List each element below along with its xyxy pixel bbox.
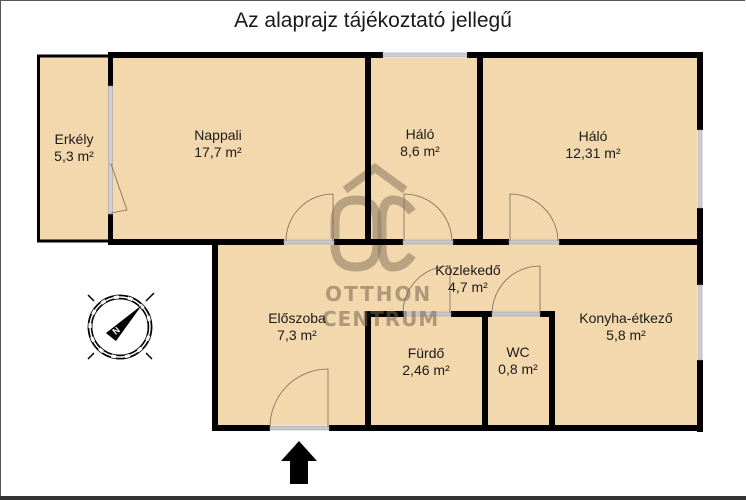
room-name: Konyha-étkező — [579, 310, 673, 326]
room-area: 5,8 m² — [606, 327, 646, 343]
room-furdo: Fürdő 2,46 m² — [402, 345, 449, 379]
room-erkely: Erkély 5,3 m² — [54, 131, 94, 165]
room-area: 4,7 m² — [448, 279, 488, 295]
room-name: Előszoba — [268, 310, 326, 326]
room-name: Közlekedő — [435, 262, 501, 278]
room-eloszoba: Előszoba 7,3 m² — [268, 310, 326, 344]
room-area: 17,7 m² — [194, 144, 242, 160]
room-wc: WC 0,8 m² — [498, 344, 538, 378]
room-konyha: Konyha-étkező 5,8 m² — [579, 310, 672, 344]
door-swings — [110, 163, 559, 428]
room-name: WC — [506, 344, 530, 360]
entrance-arrow-icon — [281, 441, 317, 484]
room-area: 7,3 m² — [277, 327, 317, 343]
room-name: Fürdő — [407, 345, 445, 361]
room-kozlekedo: Közlekedő 4,7 m² — [435, 262, 500, 296]
compass-north-icon: N — [87, 292, 155, 360]
watermark-otthon: OTTHON — [325, 282, 433, 306]
room-area: 5,3 m² — [54, 148, 94, 164]
watermark-centrum: CENTRUM — [322, 307, 440, 331]
compass-letter: N — [110, 325, 121, 337]
floor-upper — [110, 55, 700, 242]
door-openings — [269, 239, 560, 431]
room-name: Háló — [578, 128, 608, 144]
room-area: 8,6 m² — [400, 143, 440, 159]
room-name: Nappali — [194, 127, 242, 143]
plan-title: Az alaprajz tájékoztató jellegű — [234, 9, 512, 32]
floor-areas — [38, 55, 700, 428]
room-nappali: Nappali 17,7 m² — [194, 127, 241, 161]
room-halo-1: Háló 8,6 m² — [400, 126, 440, 160]
room-area: 2,46 m² — [402, 362, 450, 378]
bottom-border — [0, 496, 746, 500]
windows — [108, 52, 703, 361]
room-area: 12,31 m² — [565, 145, 621, 161]
floor-erkely — [38, 55, 110, 242]
room-name: Háló — [405, 126, 435, 142]
room-halo-2: Háló 12,31 m² — [565, 128, 620, 162]
otthon-centrum-logo-icon — [330, 163, 416, 272]
room-name: Erkély — [54, 131, 94, 147]
floor-lower — [215, 242, 700, 428]
room-area: 0,8 m² — [498, 361, 538, 377]
